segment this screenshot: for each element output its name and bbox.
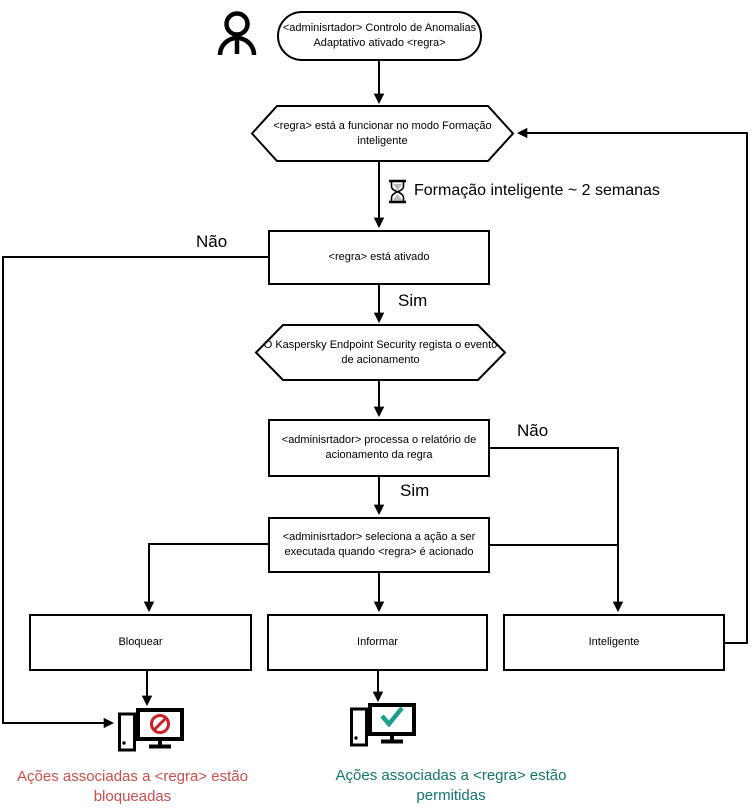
node-admin-selects-action: <adminisrtador> seleciona a ação a ser e… [268,517,490,573]
node-inform-label: Informar [357,636,398,649]
allowed-caption: Ações associadas a <regra> estão permiti… [335,767,567,804]
person-icon [217,11,257,56]
node-inform: Informar [267,614,488,671]
arrows [2,61,748,729]
computer-blocked-icon [118,708,184,752]
node-event-logged-label: O Kaspersky Endpoint Security regista o … [263,338,498,366]
node-block-label: Bloquear [118,636,163,649]
node-event-logged: O Kaspersky Endpoint Security regista o … [256,325,505,380]
node-admin-processes-report-label: <adminisrtador> processa o relatório de … [281,434,477,461]
node-rule-active-label: <regra> está ativado [328,251,430,264]
node-smart-training-check: <regra> está a funcionar no modo Formaçã… [252,106,513,161]
edge-label-nao-left: Não [196,232,228,251]
node-start-label: <adminisrtador> Controlo de Anomalias Ad… [282,22,477,49]
hexagon-event-logged [254,324,507,381]
node-smart-training-label: <regra> está a funcionar no modo Formaçã… [273,119,492,147]
node-admin-selects-action-label: <adminisrtador> seleciona a ação a ser e… [282,531,476,558]
node-start: <adminisrtador> Controlo de Anomalias Ad… [277,11,482,61]
node-admin-processes-report: <adminisrtador> processa o relatório de … [268,419,490,477]
node-block: Bloquear [29,614,252,671]
hexagon-smart-training [250,105,515,162]
node-smart: Inteligente [503,614,725,671]
edge-label-sim-2: Sim [400,481,430,500]
prohibition-icon [150,714,170,734]
training-duration-caption: Formação inteligente ~ 2 semanas [414,182,660,199]
edge-label-sim-1: Sim [398,291,428,310]
computer-allowed-icon [350,703,416,747]
node-rule-active: <regra> está ativado [268,230,490,285]
hourglass-icon [389,179,406,204]
edge-label-nao-right: Não [517,421,549,440]
checkmark-icon [380,706,404,728]
node-smart-label: Inteligente [588,636,640,649]
blocked-caption: Ações associadas a <regra> estão bloquea… [17,768,248,805]
